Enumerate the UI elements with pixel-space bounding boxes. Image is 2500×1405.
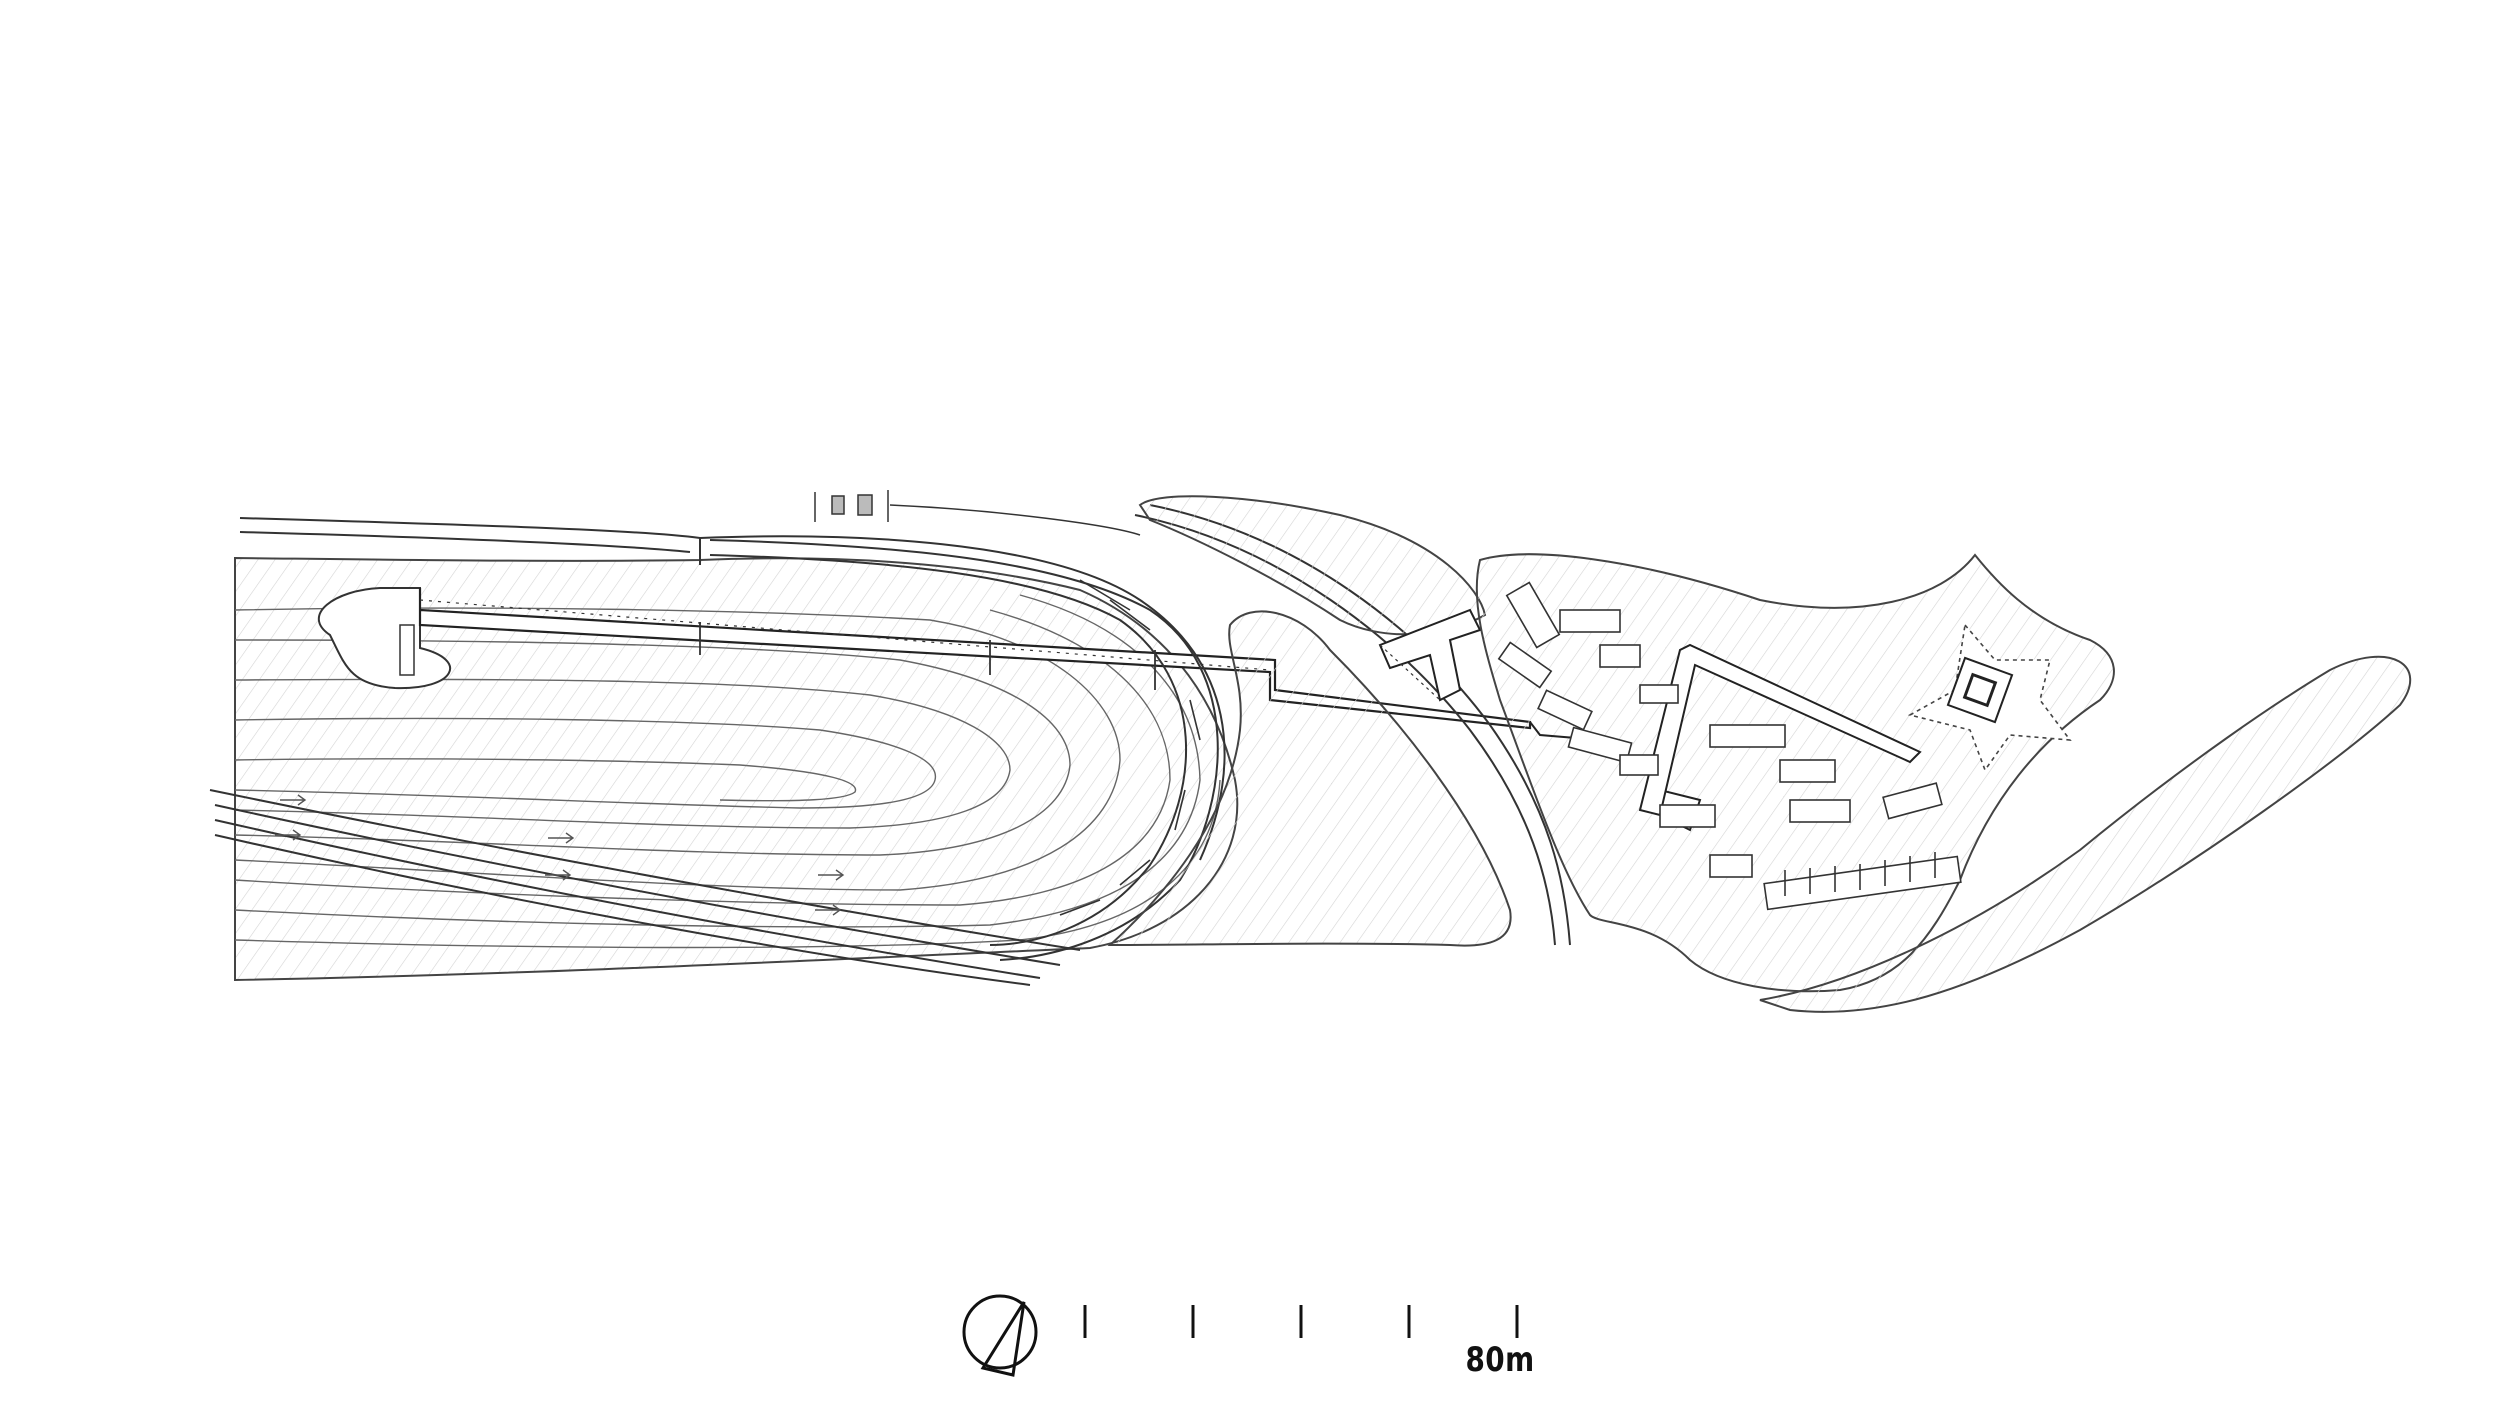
north-road-east [699,535,1226,861]
arrow-icon [815,904,842,916]
scale-bar [1083,1305,1519,1338]
parking-stalls [1497,581,1962,911]
curved-ramp [709,539,1219,961]
top-objects [814,490,1141,536]
roads [209,517,1226,986]
pavilion [1378,608,1482,702]
scale-bar-label: 80m [1465,1340,1535,1380]
star-plaza [1907,623,2072,772]
north-road-inner [239,531,691,553]
north-arrow-icon [962,1294,1038,1377]
hill-landform [234,556,1239,982]
arrow-icon [818,869,845,881]
south-road-3 [214,819,1041,979]
top-middle-green [1138,495,1487,636]
hill-outline [234,556,1239,982]
arrow-icon [275,829,302,841]
middle-green [1107,610,1512,947]
hill-top-mound [317,587,451,690]
direction-arrows [275,794,845,916]
arrow-icon [545,869,572,881]
south-road-2 [214,804,1061,966]
east-strip [1759,655,2412,1013]
arrow-icon [548,832,575,844]
south-road-1 [209,789,1081,951]
north-road [239,517,701,539]
south-road-4 [214,834,1031,986]
arrow-icon [280,794,307,806]
